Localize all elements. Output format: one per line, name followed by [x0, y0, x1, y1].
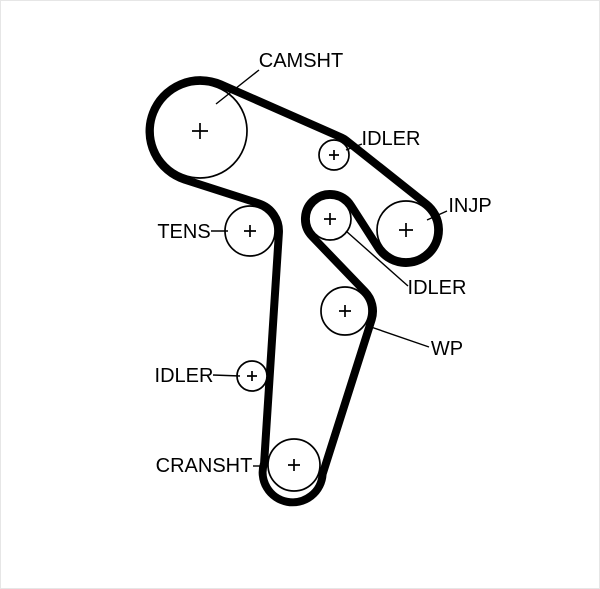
label-camshaft: CAMSHT	[259, 50, 343, 72]
idler-middle-center-mark	[324, 213, 336, 225]
timing-belt	[145, 76, 443, 507]
leader-idler-middle	[345, 230, 409, 287]
pulley-idler-left	[236, 360, 268, 392]
idler-top-center-mark	[329, 150, 339, 160]
pulley-idler-middle	[308, 197, 352, 241]
label-tensioner: TENS	[157, 221, 210, 243]
label-idler-top: IDLER	[362, 128, 421, 150]
label-crankshaft: CRANSHT	[156, 455, 253, 477]
pulley-tensioner	[224, 205, 276, 257]
water-pump-center-mark	[339, 305, 351, 317]
camshaft-center-mark	[192, 123, 208, 139]
label-injection-pump: INJP	[448, 195, 491, 217]
tensioner-center-mark	[244, 225, 256, 237]
label-water-pump: WP	[431, 338, 463, 360]
label-idler-middle: IDLER	[408, 277, 467, 299]
pulley-idler-top	[318, 139, 350, 171]
pulley-injection-pump	[376, 200, 436, 260]
pulley-camshaft	[152, 83, 248, 179]
pulley-crankshaft	[267, 438, 321, 492]
leader-idler-left	[212, 374, 241, 377]
leader-idler-top	[345, 143, 363, 151]
leader-camshaft	[215, 69, 260, 105]
label-idler-left: IDLER	[155, 365, 214, 387]
crankshaft-center-mark	[288, 459, 300, 471]
injection-pump-center-mark	[399, 223, 413, 237]
leader-injection-pump	[426, 210, 448, 221]
idler-left-center-mark	[247, 371, 257, 381]
pulley-water-pump	[320, 286, 370, 336]
leader-water-pump	[370, 326, 430, 348]
